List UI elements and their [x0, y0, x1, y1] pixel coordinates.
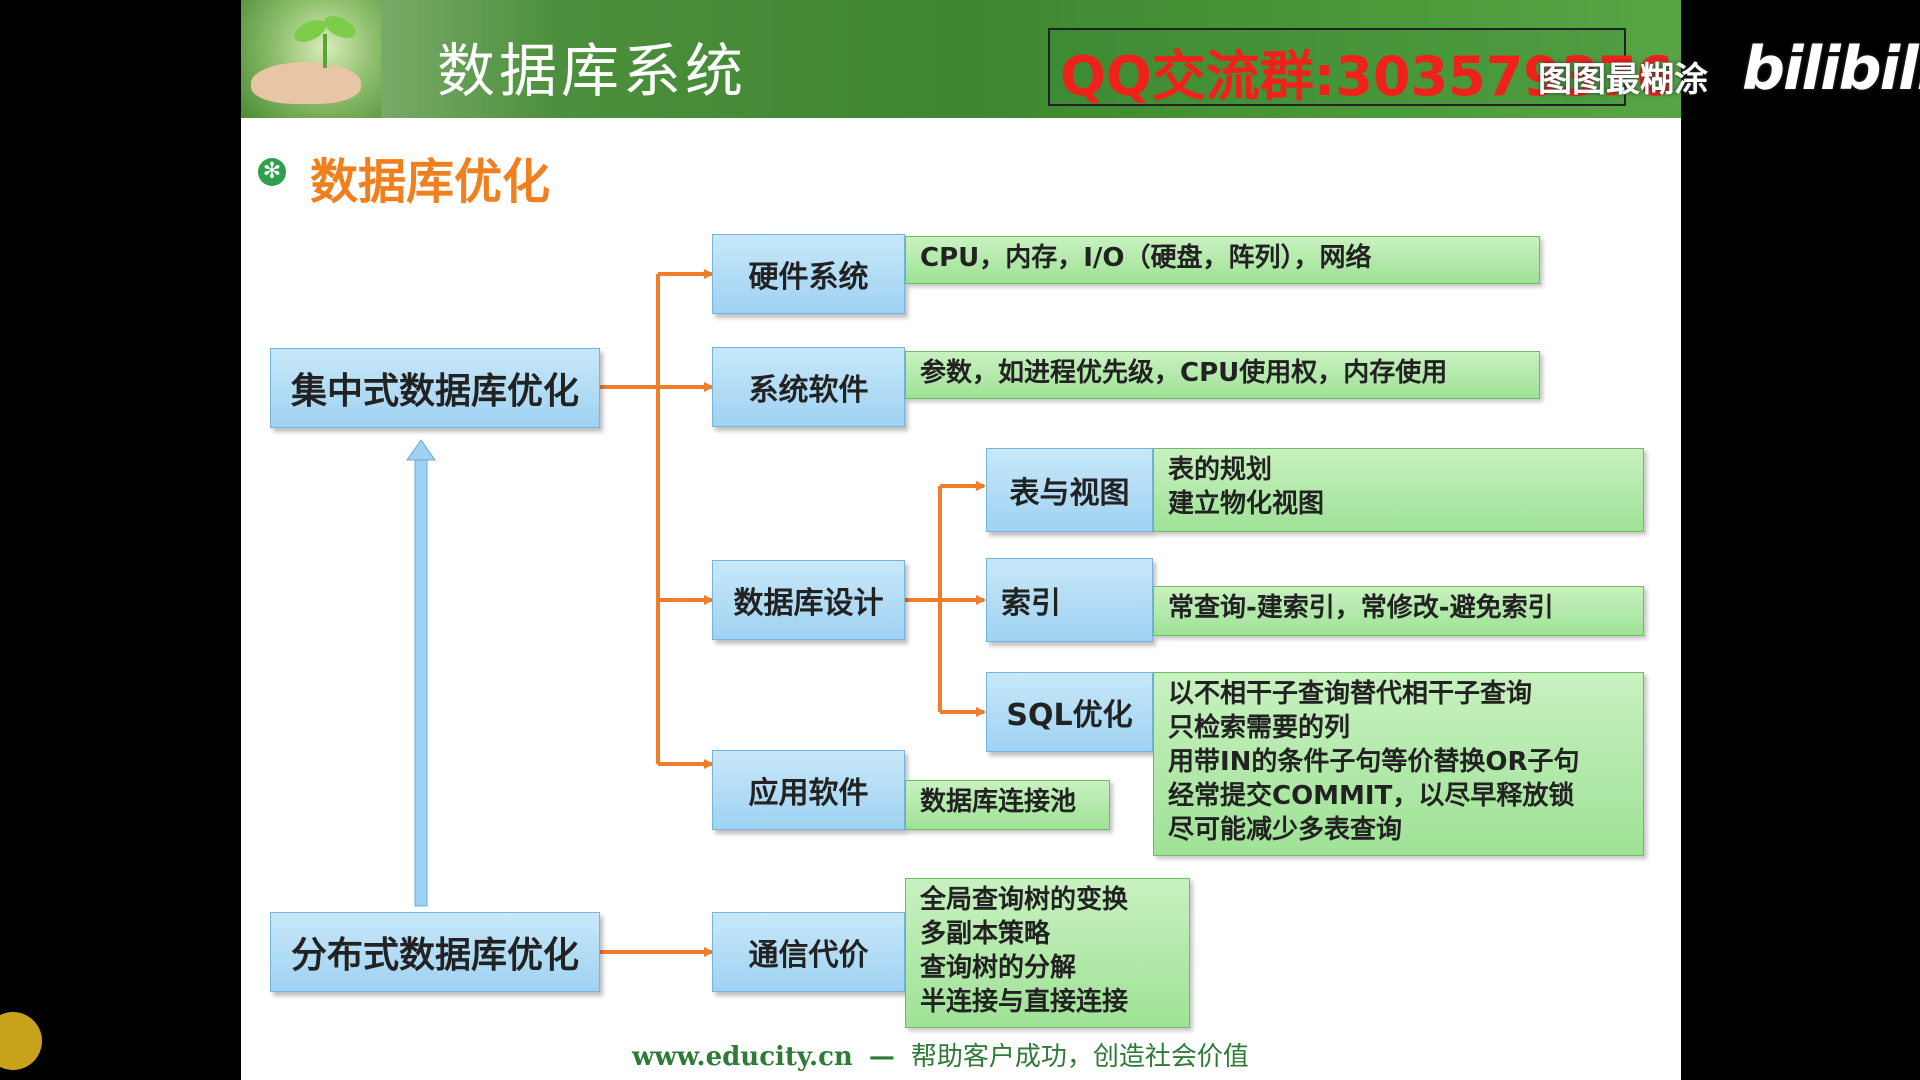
bilibili-logo: bilibili — [1742, 34, 1920, 104]
detail-line: 半连接与直接连接 — [920, 987, 1129, 1017]
centralized-optimization-node: 集中式数据库优化 — [270, 348, 600, 428]
index-node: 索引 — [986, 558, 1153, 642]
system-software-node: 系统软件 — [712, 347, 905, 427]
sprout-stem — [323, 34, 327, 68]
app-software-label: 应用软件 — [748, 776, 869, 811]
detail-line: 数据库连接池 — [920, 787, 1077, 817]
detail-line: 常查询-建索引，常修改-避免索引 — [1168, 593, 1554, 623]
upward-arrow — [406, 439, 436, 907]
sql-optimization-node: SQL优化 — [986, 672, 1153, 752]
app-software-node: 应用软件 — [712, 750, 905, 830]
footer-url: www.educity.cn — [632, 1042, 853, 1072]
system-software-label: 系统软件 — [748, 373, 869, 408]
hand-shape — [251, 62, 361, 104]
detail-line: 以不相干子查询替代相干子查询 — [1168, 679, 1533, 709]
tables-views-node: 表与视图 — [986, 448, 1153, 532]
slide-banner: 数据库系统 — [241, 0, 1681, 118]
tables-views-detail: 表的规划 建立物化视图 — [1153, 448, 1644, 532]
bullet-icon: ✻ — [258, 158, 286, 186]
sql-optimization-label: SQL优化 — [1006, 698, 1133, 733]
detail-line: 全局查询树的变换 — [920, 885, 1129, 915]
detail-line: 查询树的分解 — [920, 953, 1077, 983]
detail-line: 参数，如进程优先级，CPU使用权，内存使用 — [920, 358, 1448, 388]
detail-line: 只检索需要的列 — [1168, 713, 1351, 743]
db-design-label: 数据库设计 — [733, 586, 884, 621]
seedling-hand-image — [241, 0, 381, 118]
detail-line: 多副本策略 — [920, 919, 1051, 949]
system-software-detail: 参数，如进程优先级，CPU使用权，内存使用 — [905, 351, 1540, 399]
footer-separator: — — [868, 1042, 895, 1072]
detail-line: 表的规划 — [1168, 455, 1273, 485]
hardware-detail: CPU，内存，I/O（硬盘，阵列），网络 — [905, 236, 1540, 284]
communication-cost-node: 通信代价 — [712, 912, 905, 992]
tables-views-label: 表与视图 — [1009, 476, 1130, 511]
hardware-label: 硬件系统 — [748, 260, 869, 295]
distributed-label: 分布式数据库优化 — [290, 935, 579, 976]
communication-cost-label: 通信代价 — [748, 938, 869, 973]
app-software-detail: 数据库连接池 — [905, 780, 1110, 830]
detail-line: 建立物化视图 — [1168, 489, 1325, 519]
slide-title: 数据库系统 — [437, 37, 748, 105]
footer-slogan: 帮助客户成功，创造社会价值 — [910, 1042, 1249, 1072]
communication-cost-detail: 全局查询树的变换 多副本策略 查询树的分解 半连接与直接连接 — [905, 878, 1190, 1028]
uploader-watermark: 图图最糊涂 — [1538, 60, 1708, 100]
detail-line: 经常提交COMMIT，以尽早释放锁 — [1168, 781, 1575, 811]
hardware-node: 硬件系统 — [712, 234, 905, 314]
slide-footer: www.educity.cn — 帮助客户成功，创造社会价值 — [632, 1036, 1249, 1073]
qq-group-text: QQ交流群:303579376 — [1060, 45, 1674, 108]
section-title: 数据库优化 — [310, 154, 551, 210]
detail-line: CPU，内存，I/O（硬盘，阵列），网络 — [920, 243, 1372, 273]
db-design-node: 数据库设计 — [712, 560, 905, 640]
distributed-optimization-node: 分布式数据库优化 — [270, 912, 600, 992]
centralized-label: 集中式数据库优化 — [290, 371, 579, 412]
sql-optimization-detail: 以不相干子查询替代相干子查询 只检索需要的列 用带IN的条件子句等价替换OR子句… — [1153, 672, 1644, 856]
detail-line: 用带IN的条件子句等价替换OR子句 — [1168, 747, 1580, 777]
index-label: 索引 — [1001, 586, 1061, 621]
index-detail: 常查询-建索引，常修改-避免索引 — [1153, 586, 1644, 636]
qq-group-box — [1048, 28, 1626, 106]
detail-line: 尽可能减少多表查询 — [1168, 815, 1403, 845]
